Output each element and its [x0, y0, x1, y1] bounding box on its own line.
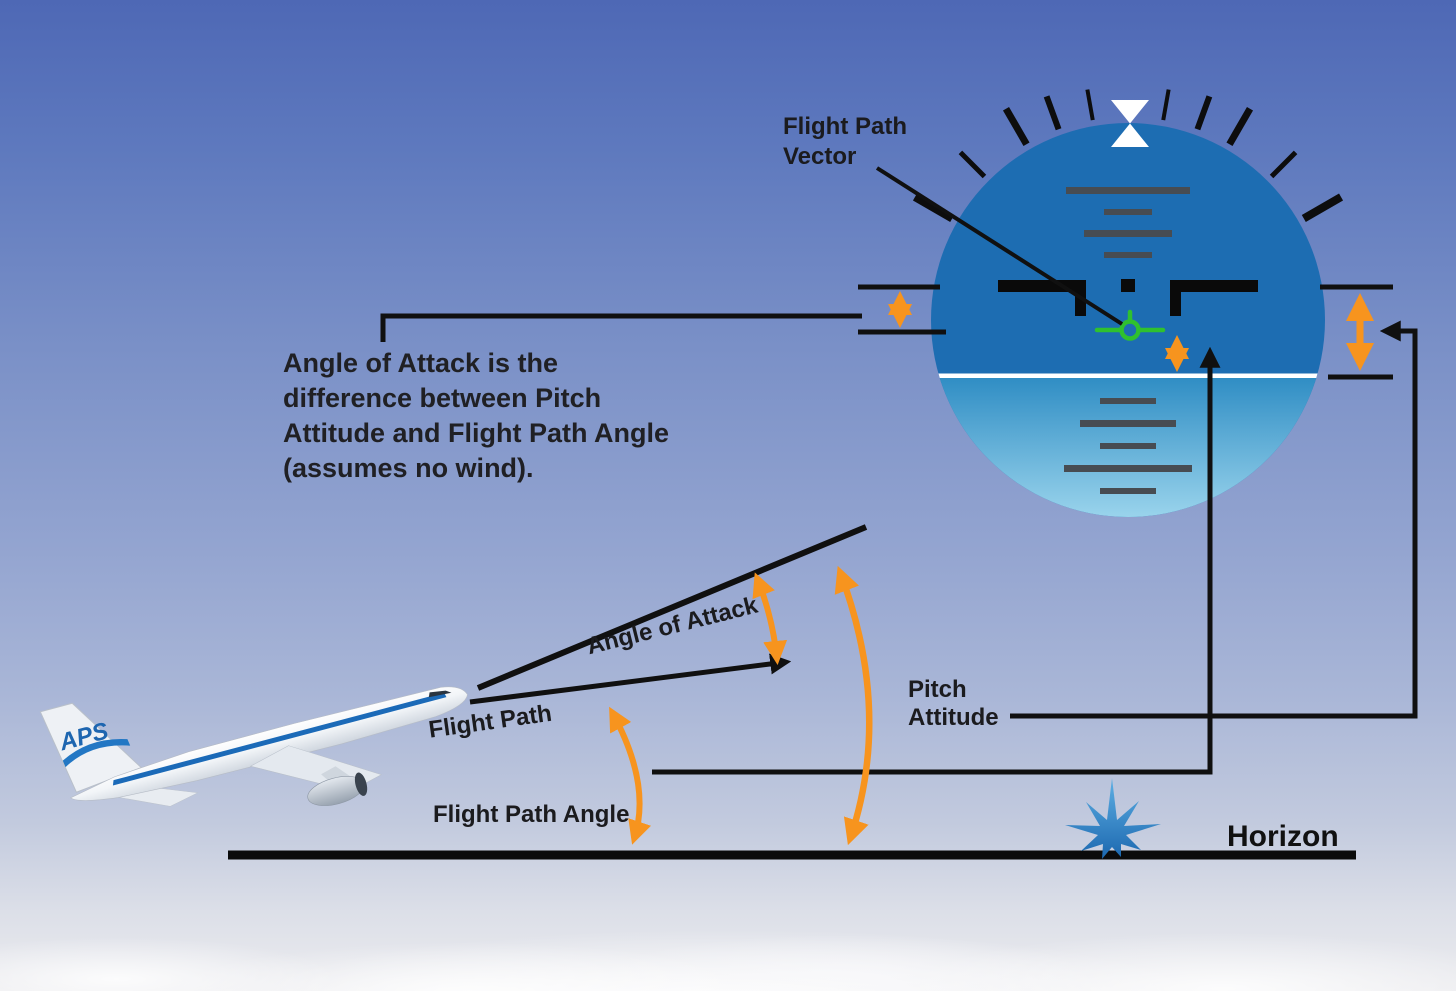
pitch-attitude-axis-line — [476, 524, 868, 691]
flight-path-angle-label: Flight Path Angle — [433, 801, 630, 828]
airplane-tail-swoosh — [62, 738, 131, 768]
flight-path-vector-label: Flight Path Vector — [783, 113, 907, 170]
engine-intake — [354, 772, 368, 796]
flight-path-vector-icon — [1094, 309, 1166, 341]
airplane-window-stripe — [112, 692, 447, 786]
flight-path-vector-callout-line — [875, 166, 1124, 326]
airplane-cockpit-windows — [428, 690, 452, 698]
airplane-fuselage — [70, 686, 468, 801]
angle-of-attack-arc-arrow — [752, 572, 788, 665]
flight-path-angle-arc-arrow — [609, 706, 652, 845]
adi-pitch-ladder — [1064, 187, 1192, 494]
pitch-attitude-label: Pitch Attitude — [908, 676, 999, 731]
horizon-label: Horizon — [1227, 820, 1339, 853]
pitch-attitude-arc-arrow — [834, 565, 873, 846]
aoa-description-leader-line — [380, 313, 862, 342]
sun-starburst-icon — [1065, 778, 1161, 859]
angle-arrows — [609, 291, 1374, 846]
adi-sky-pointer-icon — [1111, 100, 1149, 147]
aoa-description-text: Angle of Attack is the difference betwee… — [283, 348, 669, 483]
airplane-illustration: APS — [39, 686, 468, 807]
flight-path-line — [469, 653, 792, 705]
adi-bank-scale-ticks — [912, 89, 1344, 222]
adi-horizon-line — [931, 373, 1325, 378]
attitude-indicator — [912, 89, 1344, 517]
